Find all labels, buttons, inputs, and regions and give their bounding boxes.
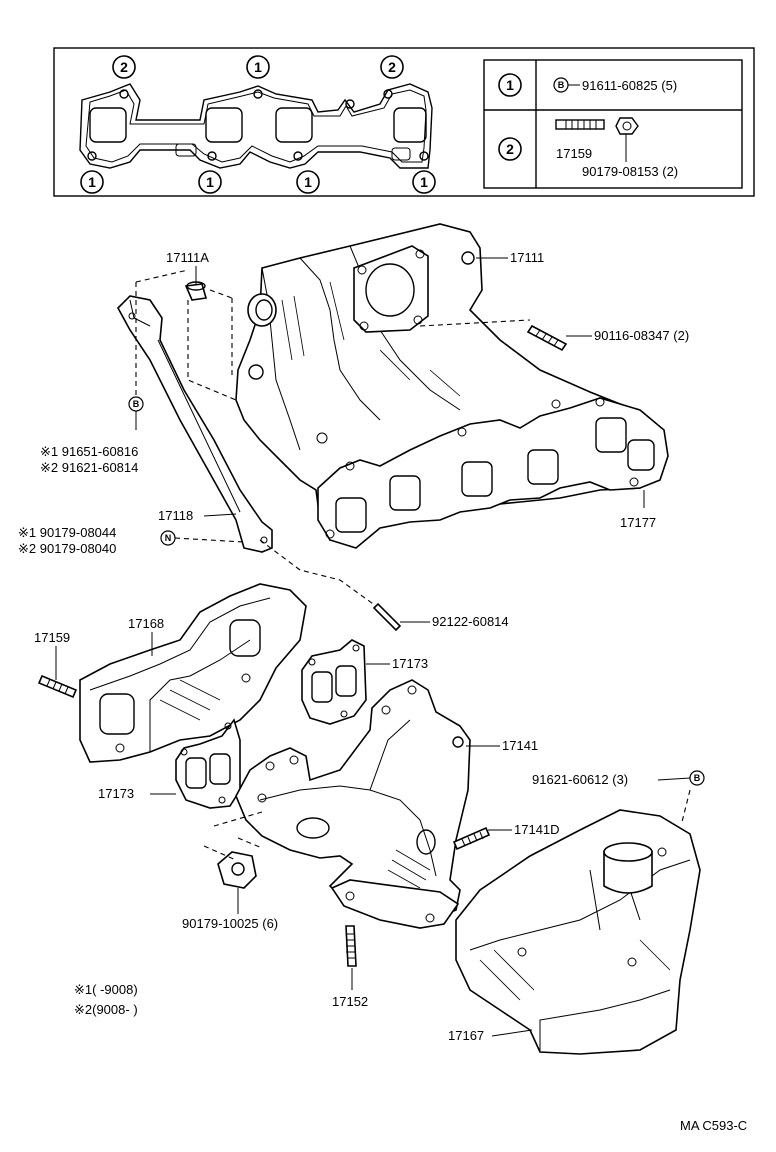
svg-text:2: 2	[506, 141, 514, 157]
label-91651-60816: ※1 91651-60816	[40, 444, 138, 459]
svg-text:1: 1	[88, 174, 96, 190]
legend-row2-part-b: 90179-08153 (2)	[582, 164, 678, 179]
svg-text:B: B	[558, 80, 565, 90]
stud-90116	[526, 324, 568, 352]
inset-marker-2-right: 2	[380, 55, 404, 79]
svg-text:N: N	[165, 533, 172, 543]
symbol-n: N	[160, 530, 176, 546]
label-90179-10025: 90179-10025 (6)	[182, 916, 278, 931]
label-90179-08040: ※2 90179-08040	[18, 541, 116, 556]
label-90179-08044: ※1 90179-08044	[18, 525, 116, 540]
label-17141: 17141	[502, 738, 538, 753]
label-17118: 17118	[158, 508, 193, 523]
inset-marker-1-bl: 1	[80, 170, 104, 194]
inset-legend-table: 1 2 B 91611-60825 (5) 17159 90179-08153 …	[483, 59, 743, 189]
footer-code: MA C593-C	[680, 1118, 747, 1133]
stud-17152	[345, 925, 357, 967]
svg-text:1: 1	[506, 77, 514, 93]
note-1: ※1( -9008)	[74, 982, 138, 997]
note-2: ※2(9008- )	[74, 1002, 138, 1017]
exhaust-gasket-17173-right	[301, 639, 367, 725]
nut-90179-10025	[217, 851, 257, 889]
heat-insulator-17167	[455, 809, 701, 1055]
label-17168: 17168	[128, 616, 164, 631]
label-91621-60612: 91621-60612 (3)	[532, 772, 628, 787]
inset-marker-2-left: 2	[112, 55, 136, 79]
label-17159: 17159	[34, 630, 70, 645]
legend-row2-part-a: 17159	[556, 146, 592, 161]
svg-text:1: 1	[206, 174, 214, 190]
stud-92122	[372, 602, 402, 632]
plug-17111A	[184, 281, 208, 301]
inset-marker-1-top: 1	[246, 55, 270, 79]
symbol-b-upper: B	[128, 396, 144, 412]
inset-gasket-outline	[79, 83, 433, 169]
label-17111A: 17111A	[166, 250, 209, 265]
stud-17159	[37, 674, 78, 699]
stud-icon	[555, 119, 605, 130]
inset-marker-1-b2: 1	[198, 170, 222, 194]
svg-text:1: 1	[420, 174, 428, 190]
exhaust-manifold-17141	[235, 679, 471, 929]
heat-shield-17168	[79, 583, 307, 763]
stud-17141D	[452, 826, 491, 851]
svg-text:2: 2	[388, 59, 396, 75]
label-17141D: 17141D	[514, 822, 560, 837]
legend-row1-part: 91611-60825 (5)	[582, 78, 677, 93]
svg-text:1: 1	[304, 174, 312, 190]
svg-text:1: 1	[254, 59, 262, 75]
label-17152: 17152	[332, 994, 368, 1009]
svg-text:B: B	[133, 399, 140, 409]
svg-text:2: 2	[120, 59, 128, 75]
label-17167: 17167	[448, 1028, 484, 1043]
symbol-b-lower: B	[689, 770, 705, 786]
label-90116-08347: 90116-08347 (2)	[594, 328, 689, 343]
label-91621-60814: ※2 91621-60814	[40, 460, 138, 475]
label-17177: 17177	[620, 515, 656, 530]
gasket-inset-panel: 2 1 2 1 1 1 1 1 2 B 91611-60825 (5)	[53, 47, 755, 197]
inset-marker-1-br: 1	[412, 170, 436, 194]
svg-text:B: B	[694, 773, 701, 783]
label-17111: 17111	[510, 250, 544, 265]
inset-marker-1-b3: 1	[296, 170, 320, 194]
label-92122-60814: 92122-60814	[432, 614, 509, 629]
exhaust-gasket-17173-left	[175, 718, 241, 809]
manifold-stay-17118	[117, 295, 273, 553]
label-17173-lower: 17173	[98, 786, 134, 801]
nut-icon	[615, 117, 639, 135]
intake-gasket-17177	[317, 397, 669, 549]
label-17173-upper: 17173	[392, 656, 428, 671]
